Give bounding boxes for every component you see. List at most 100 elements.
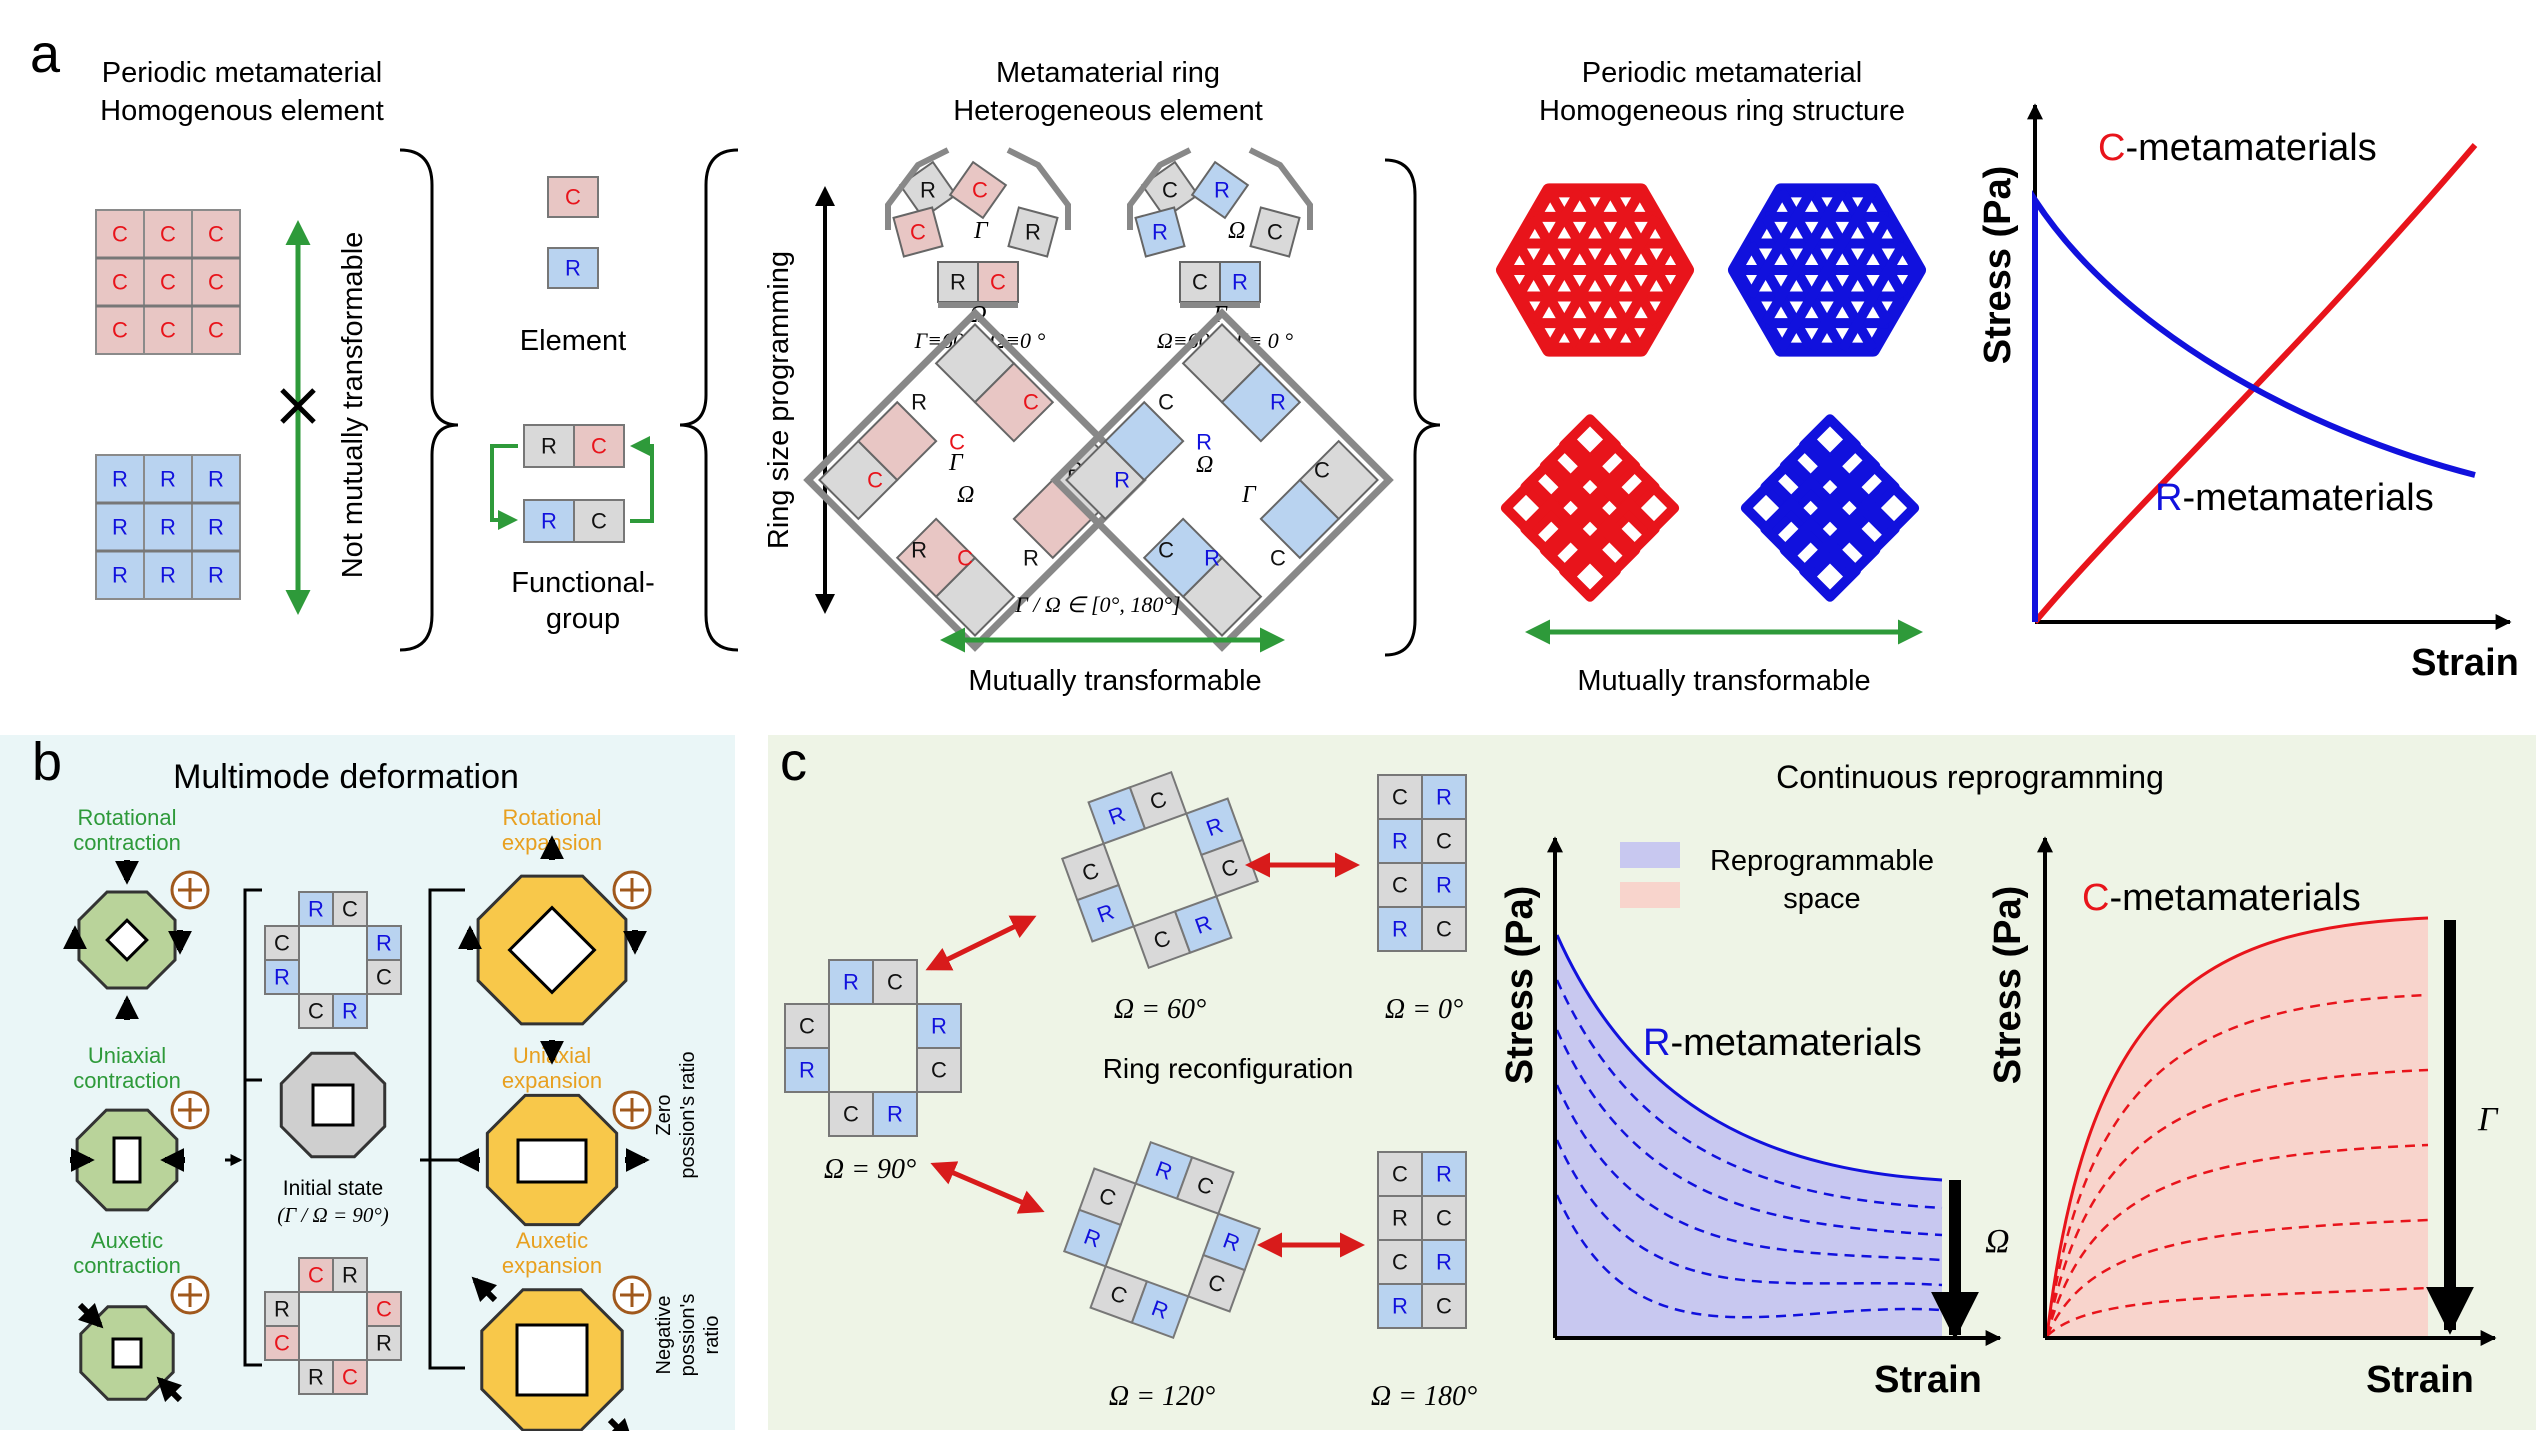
ring-cell	[366, 1291, 402, 1327]
grid-cell-letter: C	[160, 318, 176, 343]
red-diamond-lattice	[1500, 414, 1680, 602]
not-transformable-label: Not mutually transformable	[337, 232, 369, 579]
load-arrow	[607, 1417, 634, 1436]
svg-text:R: R	[1270, 390, 1286, 415]
svg-text:R: R	[1232, 270, 1248, 295]
grid-cell-letter: C	[112, 318, 128, 343]
uniaxial-expansion-l2: expansion	[502, 1068, 602, 1093]
lattice-strut	[1514, 187, 1584, 300]
ring-cell-letter: C	[342, 897, 358, 922]
ring-cell-letter: R	[1436, 1162, 1452, 1187]
stress-strain-chart-a: Stress (Pa) Strain C-metamaterials R-met…	[1977, 103, 2519, 684]
square-ring-c-labels: R C C R C R C R Γ Ω	[867, 390, 1083, 571]
lattice-strut	[1807, 214, 1893, 353]
ring-cell	[784, 1047, 830, 1093]
auxetic-expansion-l1: Auxetic	[516, 1228, 588, 1253]
ring-cell	[1128, 770, 1188, 830]
grid-cell-letter: C	[208, 318, 224, 343]
svg-text:C: C	[957, 546, 973, 571]
gamma-symbol: Γ	[973, 218, 989, 244]
col4-title-line2: Homogeneous ring structure	[1539, 95, 1905, 127]
ring-cell	[264, 959, 300, 995]
c-dashed-curve	[2046, 1286, 2429, 1337]
svg-text:R: R	[920, 178, 936, 203]
r-reprogramming-chart: Stress (Pa) Strain R-metamaterials Ω	[1499, 836, 2010, 1401]
angle-0: Ω = 0°	[1385, 994, 1463, 1025]
r-chart-omega: Ω	[1985, 1223, 2010, 1260]
ring-cell	[1175, 1156, 1235, 1215]
omega-symbol: Ω	[1196, 452, 1213, 478]
svg-text:R: R	[911, 538, 927, 563]
c-chart-series-label: C-metamaterials	[2082, 877, 2361, 919]
ring-cell	[1421, 1151, 1467, 1197]
legend-line1: Reprogrammable	[1710, 845, 1934, 877]
grid-cell-letter: R	[160, 563, 176, 588]
svg-text:C: C	[867, 468, 883, 493]
ring-cell-letter: R	[799, 1058, 815, 1083]
grid-cell	[191, 305, 241, 355]
rotational-contraction-l2: contraction	[73, 830, 181, 855]
uniaxial-contraction-l2: contraction	[73, 1068, 181, 1093]
open-brace-icon	[679, 148, 739, 652]
brace-icon	[399, 148, 459, 652]
lattice-strut	[1529, 187, 1615, 326]
col1-title-line1: Periodic metamaterial	[102, 57, 382, 89]
grid-cell-letter: R	[208, 563, 224, 588]
grid-cell-letter: R	[208, 515, 224, 540]
mode-icon-cross	[620, 878, 644, 902]
col3-title-line2: Heterogeneous element	[953, 95, 1263, 127]
ring-cell-letter: C	[342, 1365, 358, 1390]
svg-text:C: C	[990, 270, 1006, 295]
c-dashed-curve	[2045, 1068, 2429, 1337]
ring-cell-letter: C	[1392, 873, 1408, 898]
element-r-cell	[547, 247, 599, 289]
r-dashed-curve	[1555, 1139, 1943, 1287]
pentagon-ring-r: C R R C C R Ω Γ	[1127, 147, 1313, 328]
continuous-title: Continuous reprogramming	[1776, 759, 2164, 795]
ring-cell-letter: C	[931, 1058, 947, 1083]
inner-square	[516, 1138, 588, 1184]
grid-cell-letter: C	[208, 222, 224, 247]
rotational-contraction-l1: Rotational	[77, 805, 176, 830]
grid-cell-letter: R	[112, 467, 128, 492]
svg-text:C: C	[1192, 270, 1208, 295]
panel-a-letter: a	[30, 24, 61, 84]
grid-cell-letter: C	[112, 270, 128, 295]
gamma-symbol: Γ	[1241, 482, 1257, 508]
ring-cell-letter: C	[887, 970, 903, 995]
square-ring-r	[1050, 308, 1394, 652]
ring-cell-letter: R	[1392, 829, 1408, 854]
ring-cell-letter: R	[308, 1365, 324, 1390]
ring-cell-letter: C	[1436, 1294, 1452, 1319]
angle-60: Ω = 60°	[1114, 994, 1206, 1025]
c-chart-xlabel: Strain	[2366, 1359, 2474, 1401]
c-chart-gamma: Γ	[2477, 1101, 2499, 1138]
cross-icon	[280, 388, 316, 424]
ring-cell	[916, 1047, 962, 1093]
c-dashed-curve	[2045, 1143, 2429, 1337]
ring-cell-letter: C	[1436, 917, 1452, 942]
ring-cell	[298, 1257, 334, 1293]
inner-square	[111, 1337, 143, 1369]
square-caption: Γ / Ω ∈ [0°, 180°]	[1014, 592, 1180, 617]
grid-cell-letter: R	[160, 515, 176, 540]
ring-cell-letter: R	[274, 1297, 290, 1322]
ring-cell	[1421, 906, 1467, 952]
r-dashed-curve	[1555, 979, 1943, 1210]
ring-cell-letter: R	[376, 1331, 392, 1356]
ring-cell	[264, 1325, 300, 1361]
square-ring-r-labels: C R R C R C R C Ω Γ	[1114, 390, 1330, 571]
ring-cell	[366, 959, 402, 995]
angle-180: Ω = 180°	[1371, 1381, 1477, 1412]
fg-top-c: C	[591, 434, 607, 459]
ring-cell	[1062, 1208, 1122, 1268]
r-chart-xlabel: Strain	[1874, 1359, 1982, 1401]
ring-cell-letter: R	[342, 999, 358, 1024]
omega-symbol: Ω	[1228, 218, 1245, 244]
initial-state-l1: Initial state	[283, 1177, 383, 1200]
grid-cell	[191, 502, 241, 552]
grid-cell-letter: C	[208, 270, 224, 295]
